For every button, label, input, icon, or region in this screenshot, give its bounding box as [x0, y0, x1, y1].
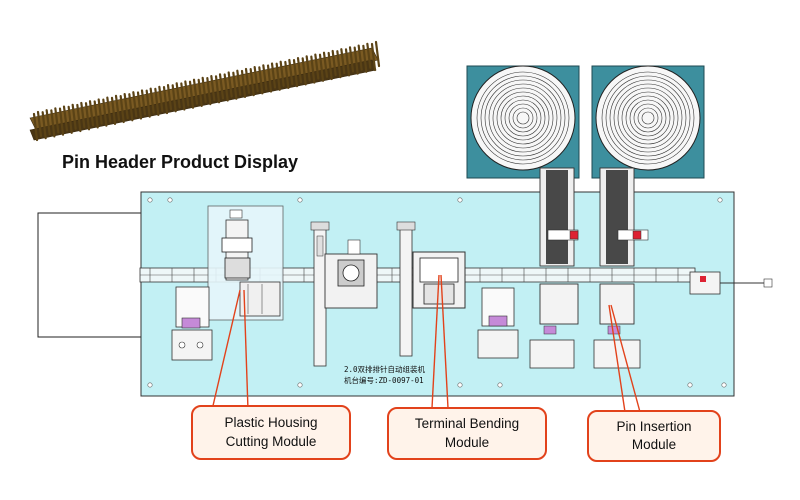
callout-leaders [211, 274, 641, 413]
vibratory-bowl-right [591, 65, 705, 179]
middle-cylinder-unit [477, 287, 519, 359]
callout-text-line2: Module [444, 434, 490, 450]
output-cylinder [689, 271, 773, 295]
callout-text-line2: Cutting Module [225, 433, 317, 449]
machine-label-line1: 2.0双排排针自动组装机 [344, 365, 426, 374]
product-display-title: Pin Header Product Display [62, 152, 299, 172]
feed-track-right [599, 167, 649, 267]
left-cylinder-unit [171, 286, 213, 361]
callout-text-line1: Terminal Bending [414, 416, 520, 432]
callout-pin-insertion: Pin Insertion Module [587, 410, 721, 462]
pin-insertion-unit [529, 283, 641, 369]
callout-plastic-housing-cutting: Plastic Housing Cutting Module [191, 405, 351, 460]
vibratory-bowl-left [466, 65, 580, 179]
mounting-holes [147, 197, 727, 388]
callout-text-line1: Pin Insertion [616, 418, 692, 434]
callout-text-line2: Module [631, 437, 677, 452]
callout-terminal-bending: Terminal Bending Module [387, 407, 547, 460]
vertical-slide-2 [396, 221, 416, 357]
machine-label: 2.0双排排针自动组装机 机台编号:ZD-0097-01 [344, 364, 425, 387]
callout-text-line1: Plastic Housing [224, 415, 318, 431]
plastic-housing-cutting-unit [207, 205, 284, 321]
press-unit-1 [324, 239, 378, 309]
left-frame-box [37, 212, 142, 338]
pin-header-image [29, 40, 381, 142]
feed-track-left [539, 167, 579, 267]
machine-label-line2: 机台编号:ZD-0097-01 [344, 376, 424, 386]
